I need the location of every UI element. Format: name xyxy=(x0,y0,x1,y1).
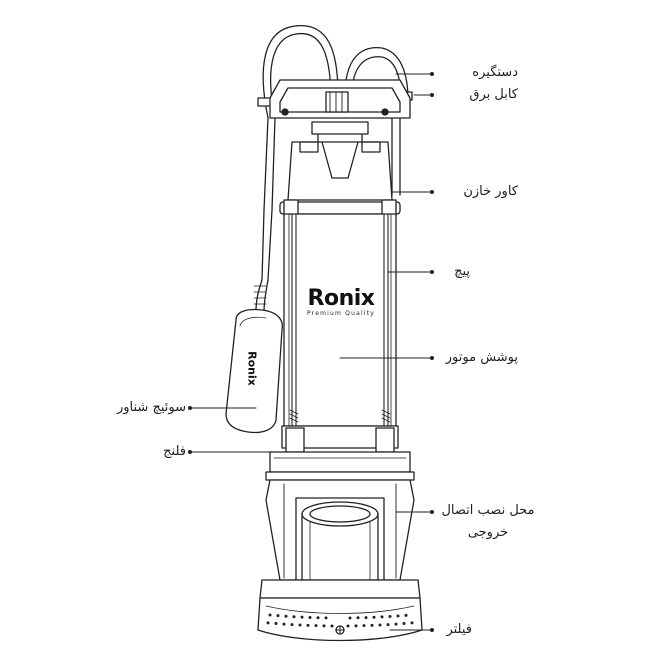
flange xyxy=(265,425,415,481)
filter-hole xyxy=(266,621,270,625)
capacitor-cover xyxy=(287,141,393,201)
brand-name: Ronix xyxy=(307,286,375,311)
filter-hole xyxy=(380,615,384,619)
filter-hole xyxy=(354,624,358,628)
filter-hole xyxy=(284,614,288,618)
brand-tagline: Premium Quality xyxy=(306,310,376,317)
filter-hole xyxy=(364,616,368,620)
label-outlet-line2: خروجی xyxy=(467,525,509,540)
filter-hole xyxy=(306,623,310,627)
label-screw: پیچ xyxy=(454,264,470,279)
filter-hole xyxy=(356,616,360,620)
label-handle: دستگیره xyxy=(472,65,518,80)
brand-logo: Ronix Premium Quality xyxy=(296,286,386,317)
float-switch xyxy=(225,308,284,434)
label-outlet-line1: محل نصب اتصال xyxy=(441,503,535,518)
filter-hole xyxy=(290,623,294,627)
power-cable xyxy=(261,25,339,281)
label-outlet: محل نصب اتصال خروجی xyxy=(438,500,538,544)
filter-hole xyxy=(316,616,320,620)
filter-hole xyxy=(388,614,392,618)
filter-hole xyxy=(314,624,318,628)
leader-lines xyxy=(189,73,433,631)
filter-hole xyxy=(268,613,272,617)
filter-hole xyxy=(346,624,350,628)
filter-holes xyxy=(266,613,414,628)
filter-hole xyxy=(410,621,414,625)
filter-hole xyxy=(330,624,334,628)
filter-hole xyxy=(402,621,406,625)
filter-hole xyxy=(324,616,328,620)
label-power-cable: کابل برق xyxy=(469,87,518,102)
filter-hole xyxy=(298,623,302,627)
label-filter: فیلتر xyxy=(446,622,472,637)
screw-rods xyxy=(289,213,391,427)
filter-hole xyxy=(274,621,278,625)
filter-hole xyxy=(370,623,374,627)
float-switch-brand: Ronix xyxy=(245,351,259,386)
top-cap xyxy=(269,79,411,147)
filter-hole xyxy=(372,615,376,619)
filter-hole xyxy=(300,615,304,619)
filter-hole xyxy=(386,623,390,627)
filter-hole xyxy=(308,615,312,619)
motor-cover xyxy=(283,213,397,427)
filter-hole xyxy=(322,624,326,628)
label-motor-cover: پوشش موتور xyxy=(445,350,518,365)
filter-hole xyxy=(292,615,296,619)
filter-hole xyxy=(362,624,366,628)
filter-hole xyxy=(396,614,400,618)
filter-hole xyxy=(348,616,352,620)
filter-base xyxy=(257,579,423,642)
filter-hole xyxy=(378,623,382,627)
label-flange: فلنج xyxy=(163,444,186,459)
outlet-housing xyxy=(265,479,415,581)
label-float-switch: سوئیچ شناور xyxy=(116,400,186,415)
filter-hole xyxy=(404,613,408,617)
label-capacitor-cover: کاور خازن xyxy=(463,184,518,199)
filter-hole xyxy=(282,622,286,626)
filter-hole xyxy=(276,614,280,618)
filter-hole xyxy=(394,622,398,626)
